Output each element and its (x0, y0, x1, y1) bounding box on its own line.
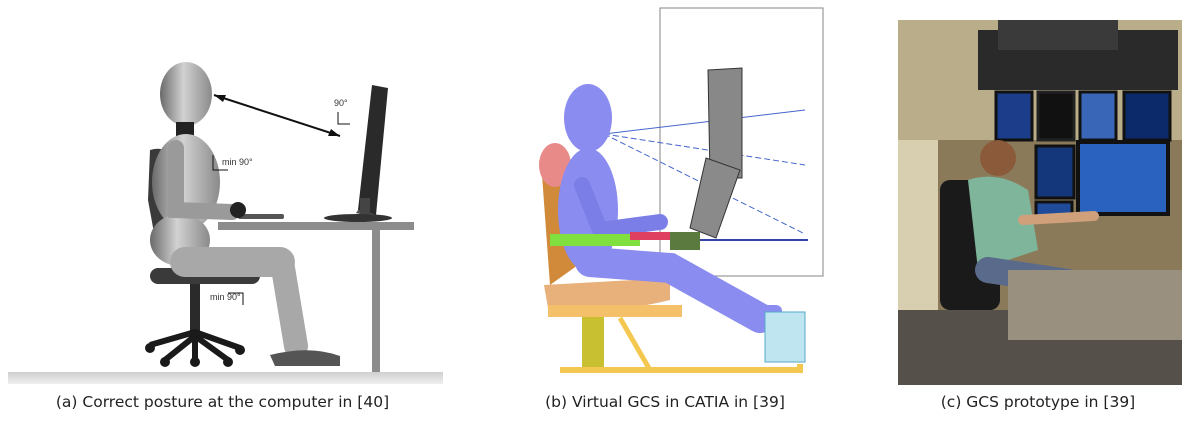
pedal-unit (764, 311, 806, 363)
sight-line (213, 94, 341, 137)
seat-frame (548, 305, 682, 317)
console-outline (659, 7, 824, 277)
figure-c-prototype-photo (898, 20, 1182, 385)
photo-monitor (994, 90, 1034, 142)
figure-b-catia-model (520, 0, 830, 385)
label-elbow-angle: min 90° (222, 157, 253, 167)
label-eye-angle: 90° (334, 98, 348, 108)
label-knee-angle: min 90° (210, 292, 241, 302)
chair-post (190, 284, 200, 336)
monitor-screen (358, 85, 388, 215)
catia-drawing (539, 7, 824, 373)
prototype-photo (898, 20, 1182, 385)
monitor-base (324, 214, 392, 222)
caption-figure-a: (a) Correct posture at the computer in [… (55, 393, 390, 411)
monitor-stand (360, 198, 370, 216)
armrest (550, 234, 640, 246)
caption-figure-c: (c) GCS prototype in [39] (940, 393, 1136, 411)
upper-monitor (707, 67, 743, 179)
photo-operator (980, 140, 1016, 176)
posture-drawing: 90° min 90° min 90° (8, 62, 443, 384)
floor (8, 372, 443, 384)
joystick-unit (670, 232, 700, 250)
desk-top (218, 222, 414, 230)
lower-monitor (689, 157, 741, 239)
seat-pedestal (582, 317, 604, 369)
keyboard (238, 214, 284, 219)
figure-a-posture-illustration: 90° min 90° min 90° (0, 0, 445, 385)
seat-cushion (544, 278, 670, 311)
mannequin (150, 62, 340, 366)
chair-base (149, 328, 242, 363)
desk-leg (372, 230, 380, 372)
caption-figure-b: (b) Virtual GCS in CATIA in [39] (545, 393, 785, 411)
